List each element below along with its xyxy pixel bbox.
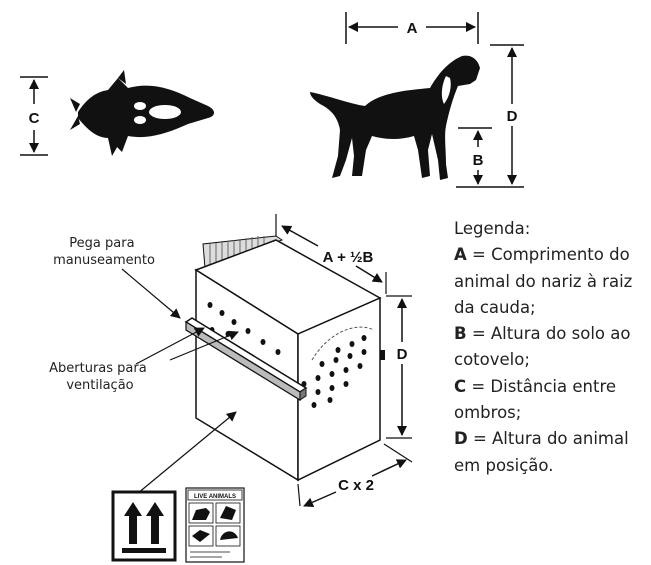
label-d: D (507, 108, 518, 125)
live-animals-sticker: LIVE ANIMALS (185, 487, 245, 563)
annotation-handle-text: Pega para manuseamento (53, 236, 155, 268)
fish-icon (192, 530, 210, 542)
legend-text: = Distância entre ombros; (454, 376, 617, 423)
legend-item-c: C = Distância entre ombros; (454, 374, 649, 427)
annotation-vents: Aberturas para ventilação (49, 327, 239, 509)
this-way-up-sticker (111, 490, 177, 562)
dimension-crate-width: A + ½B (275, 214, 387, 294)
legend-item-a: A = Comprimento do animal do nariz à rai… (454, 242, 649, 321)
bird-icon (220, 506, 236, 520)
dog-side-view (310, 55, 480, 181)
annotation-handle-line1: Pega para (69, 236, 134, 251)
live-animals-title: LIVE ANIMALS (194, 494, 236, 500)
turtle-icon (220, 531, 238, 540)
legend-item-b: B = Altura do solo ao cotovelo; (454, 321, 649, 374)
crate (184, 235, 385, 482)
legend-text: = Altura do animal em posição. (454, 429, 629, 475)
dimension-crate-height: D (386, 295, 412, 439)
legend-text: = Altura do solo ao cotovelo; (454, 324, 631, 370)
annotation-handle-line2: manuseamento (53, 253, 155, 268)
legend-key: D (454, 429, 468, 449)
dimension-b: B (458, 127, 492, 185)
up-arrow-icon (146, 502, 164, 544)
label-a: A (407, 20, 418, 37)
dimension-c: C (20, 76, 48, 156)
annotation-vents-text: Aberturas para ventilação (49, 361, 151, 393)
legend: Legenda: A = Comprimento do animal do na… (454, 216, 649, 479)
label-c: C (29, 110, 40, 127)
legend-key: C (454, 376, 467, 396)
legend-title: Legenda: (454, 219, 531, 238)
legend-key: B (454, 324, 467, 344)
legend-key: A (454, 245, 467, 265)
label-crate-width: A + ½B (323, 249, 374, 266)
legend-text: = Comprimento do animal do nariz à raiz … (454, 245, 633, 317)
label-b: B (473, 152, 484, 169)
dog-icon (192, 508, 210, 520)
legend-item-d: D = Altura do animal em posição. (454, 426, 649, 479)
dimension-d: D (456, 44, 524, 188)
annotation-vents-line2: ventilação (66, 378, 133, 393)
annotation-handle: Pega para manuseamento (53, 236, 181, 319)
dimension-crate-depth: C x 2 (297, 443, 413, 507)
annotation-vents-line1: Aberturas para (49, 361, 147, 376)
up-arrow-icon (124, 502, 142, 544)
dog-top-view (70, 70, 214, 156)
dimension-a: A (345, 12, 479, 44)
label-crate-depth: C x 2 (338, 477, 374, 494)
label-crate-height: D (397, 346, 408, 363)
